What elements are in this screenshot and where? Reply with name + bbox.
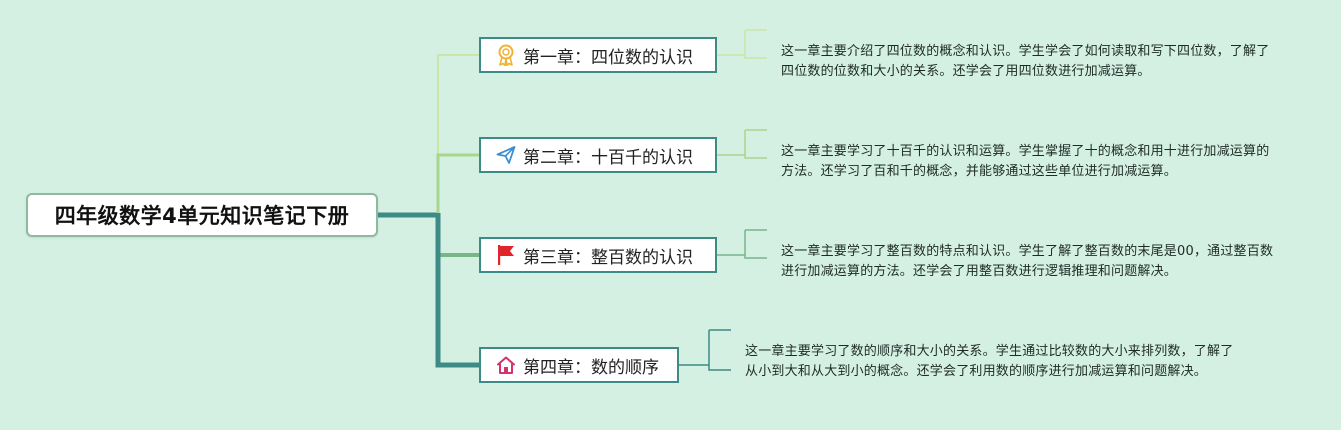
branch-line-chapter-1 [437, 54, 479, 215]
chapter-title-2: 第二章：十百千的认识 [523, 147, 693, 168]
chapter-title-4: 第四章：数的顺序 [523, 357, 659, 378]
desc-bracket-chapter-4 [679, 329, 731, 371]
branch-line-chapter-4 [435, 213, 479, 368]
branch-line-chapter-3 [436, 215, 479, 257]
chapter-node-4[interactable]: 第四章：数的顺序 [479, 347, 679, 383]
chapter-node-2[interactable]: 第二章：十百千的认识 [479, 137, 717, 173]
chapter-description-2: 这一章主要学习了十百千的认识和运算。学生掌握了十的概念和用十进行加减运算的方法。… [781, 144, 1270, 179]
chapter-description-1: 这一章主要介绍了四位数的概念和认识。学生学会了如何读取和写下四位数，了解了四位数… [781, 44, 1270, 79]
branch-line-chapter-2 [436, 153, 479, 215]
desc-bracket-chapter-2 [717, 129, 767, 159]
root-topic-label: 四年级数学4单元知识笔记下册 [54, 204, 350, 228]
home-icon [495, 354, 517, 376]
paper-plane-icon [495, 144, 517, 166]
root-topic[interactable]: 四年级数学4单元知识笔记下册 [26, 193, 378, 237]
desc-bracket-chapter-3 [717, 229, 767, 259]
chapter-node-3[interactable]: 第三章：整百数的认识 [479, 237, 717, 273]
desc-bracket-chapter-1 [717, 29, 767, 59]
chapter-description-3: 这一章主要学习了整百数的特点和认识。学生了解了整百数的末尾是00，通过整百数进行… [781, 244, 1274, 279]
chapter-description-4: 这一章主要学习了数的顺序和大小的关系。学生通过比较数的大小来排列数，了解了从小到… [745, 344, 1234, 379]
chapter-title-1: 第一章：四位数的认识 [523, 47, 693, 68]
medal-icon [495, 44, 517, 66]
chapter-node-1[interactable]: 第一章：四位数的认识 [479, 37, 717, 73]
chapter-title-3: 第三章：整百数的认识 [523, 247, 693, 268]
red-flag-icon [495, 244, 517, 266]
